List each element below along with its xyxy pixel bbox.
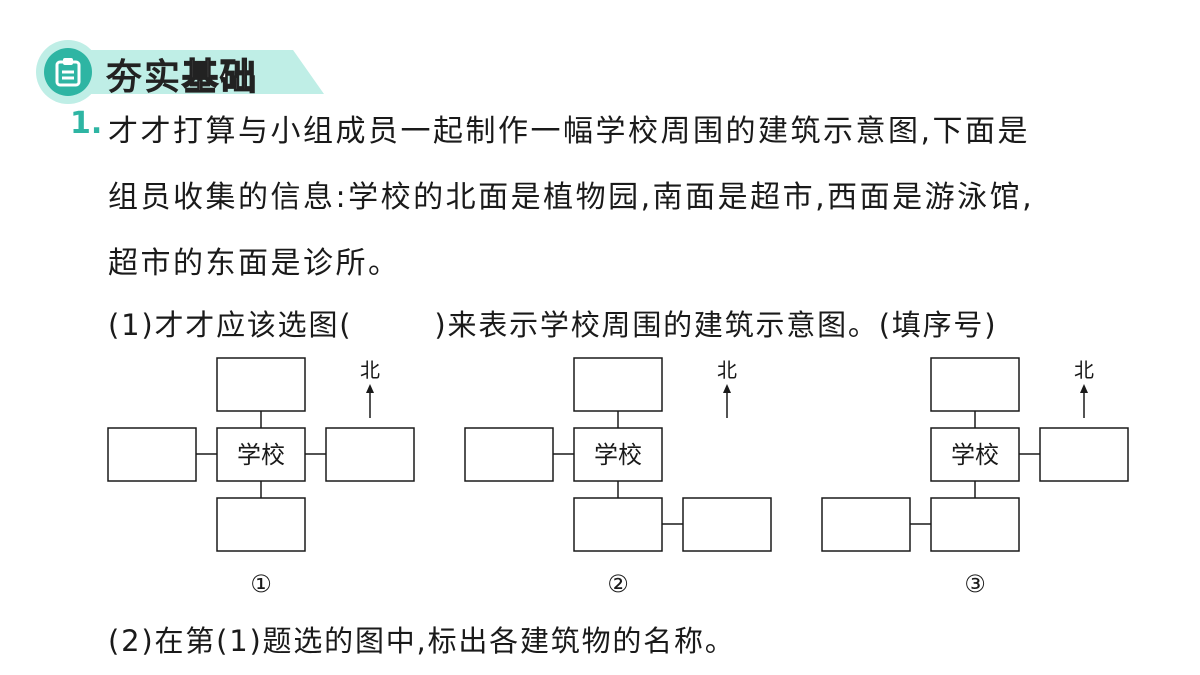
box-southwest[interactable]	[821, 497, 911, 552]
box-north[interactable]	[573, 357, 663, 412]
question-line-3: 超市的东面是诊所。	[108, 246, 401, 281]
school-label: 学校	[951, 441, 999, 469]
north-label: 北	[717, 358, 737, 382]
box-school	[216, 427, 306, 482]
section-title: 夯实基础	[106, 48, 258, 100]
section-title-plain: 夯实	[106, 57, 183, 98]
box-north[interactable]	[930, 357, 1020, 412]
box-west[interactable]	[464, 427, 554, 482]
box-southeast[interactable]	[682, 497, 772, 552]
diagram-2-label: ②	[607, 570, 629, 598]
box-west[interactable]	[107, 427, 197, 482]
school-label: 学校	[594, 441, 642, 469]
diagram-3: 学校 北 ③	[821, 357, 1129, 598]
box-north[interactable]	[216, 357, 306, 412]
diagram-2: 学校 北 ②	[464, 357, 772, 598]
part-2-prompt: (2)在第(1)题选的图中,标出各建筑物的名称。	[108, 624, 736, 658]
question-line-1: 才才打算与小组成员一起制作一幅学校周围的建筑示意图,下面是	[108, 114, 1031, 149]
diagram-3-label: ③	[964, 570, 986, 598]
diagram-1: 学校 北 ①	[107, 357, 415, 598]
box-south[interactable]	[573, 497, 663, 552]
box-east[interactable]	[325, 427, 415, 482]
box-school	[930, 427, 1020, 482]
north-label: 北	[1074, 358, 1094, 382]
header-badge	[36, 40, 100, 104]
diagram-1-label: ①	[250, 570, 272, 598]
clipboard-icon	[44, 48, 92, 96]
box-south[interactable]	[216, 497, 306, 552]
school-label: 学校	[237, 441, 285, 469]
part-1-text-after: )来表示学校周围的建筑示意图。(填序号)	[434, 308, 998, 342]
section-title-accent: 基础	[181, 56, 259, 99]
question-line-2: 组员收集的信息:学校的北面是植物园,南面是超市,西面是游泳馆,	[108, 180, 1035, 215]
north-label: 北	[360, 358, 380, 382]
question-number: 1.	[70, 106, 103, 141]
north-arrow-icon	[366, 384, 374, 418]
box-school	[573, 427, 663, 482]
box-east[interactable]	[1039, 427, 1129, 482]
header-band	[66, 50, 324, 94]
north-arrow-icon	[1080, 384, 1088, 418]
part-1-text-before: (1)才才应该选图(	[108, 308, 353, 342]
part-1-prompt: (1)才才应该选图( )来表示学校周围的建筑示意图。(填序号)	[108, 302, 997, 344]
north-arrow-icon	[723, 384, 731, 418]
section-header: 夯实基础	[36, 40, 324, 106]
box-south[interactable]	[930, 497, 1020, 552]
